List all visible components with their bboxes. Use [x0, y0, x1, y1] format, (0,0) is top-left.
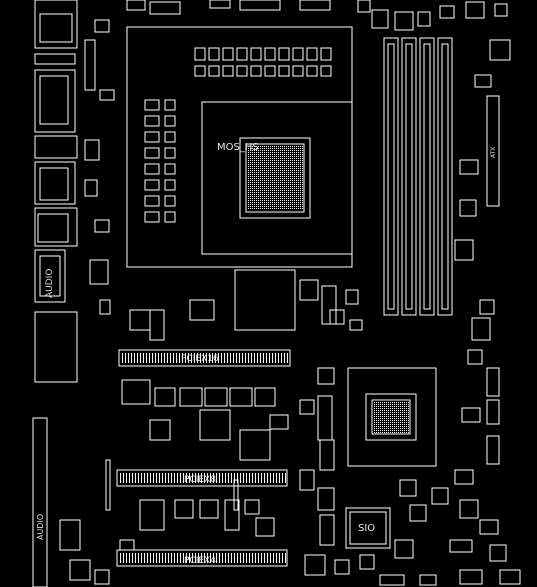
rear-io-column — [32, 0, 78, 587]
cpu-heatsink-label: MOS_HS — [217, 142, 259, 153]
misc-components — [59, 0, 521, 586]
pciex8-label: PCIEX8 — [184, 475, 216, 485]
atx-label: ATX — [490, 147, 497, 158]
audio-bottom-label: AUDIO — [36, 514, 45, 540]
sio-chip — [345, 507, 391, 549]
sio-label: SIO — [358, 523, 375, 534]
pciex4-label: PCIEX4 — [184, 556, 216, 566]
cpu-vrm-area — [126, 26, 353, 268]
dimm-slots — [383, 37, 500, 316]
chipset — [347, 367, 437, 467]
pcie-slots — [116, 285, 337, 567]
pciex16-label: PCIEX16 — [181, 354, 219, 364]
audio-top-label: AUDIO — [45, 269, 55, 298]
right-connectors — [255, 317, 500, 553]
